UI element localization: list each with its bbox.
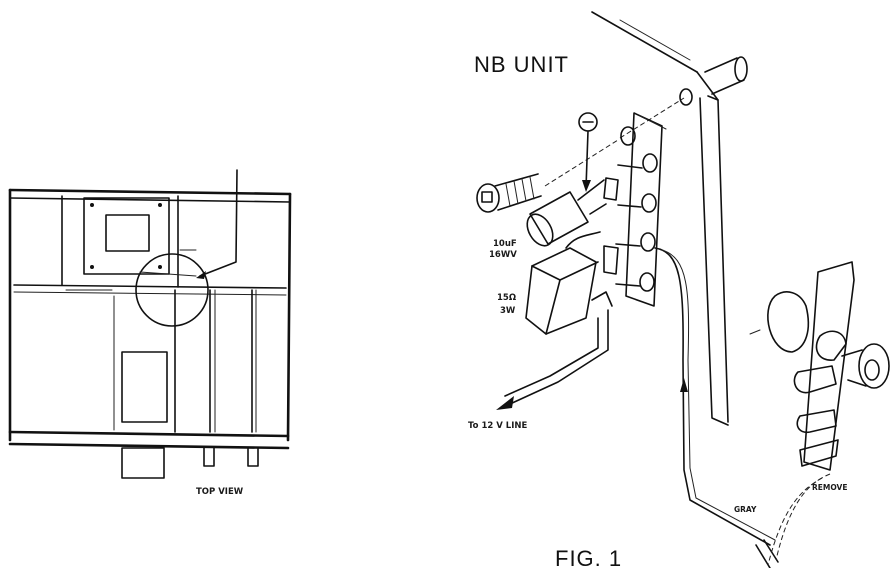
ground-minus-indicator [578, 112, 598, 192]
capacitor-10uf [526, 179, 607, 247]
top-view-label: TOP VIEW [196, 487, 244, 497]
figure-caption: FIG. 1 [555, 546, 622, 568]
gray-wire-label: GRAY [734, 505, 757, 514]
resistor-value-label: 15Ω [497, 293, 516, 303]
nb-unit-detail [476, 11, 890, 568]
capacitor-voltage-label: 16WV [489, 250, 517, 260]
capacitor-value-label: 10uF [493, 239, 517, 249]
remove-terminal-strip [749, 261, 890, 566]
remove-label: REMOVE [812, 483, 847, 492]
resistor-15ohm [525, 231, 613, 335]
mounting-screw [476, 139, 619, 213]
resistor-power-label: 3W [500, 306, 516, 316]
terminal-lugs [603, 153, 658, 292]
top-view-chassis [8, 169, 292, 479]
to-12v-line-label: To 12 V LINE [468, 421, 527, 431]
nb-unit-label: NB UNIT [474, 52, 569, 77]
